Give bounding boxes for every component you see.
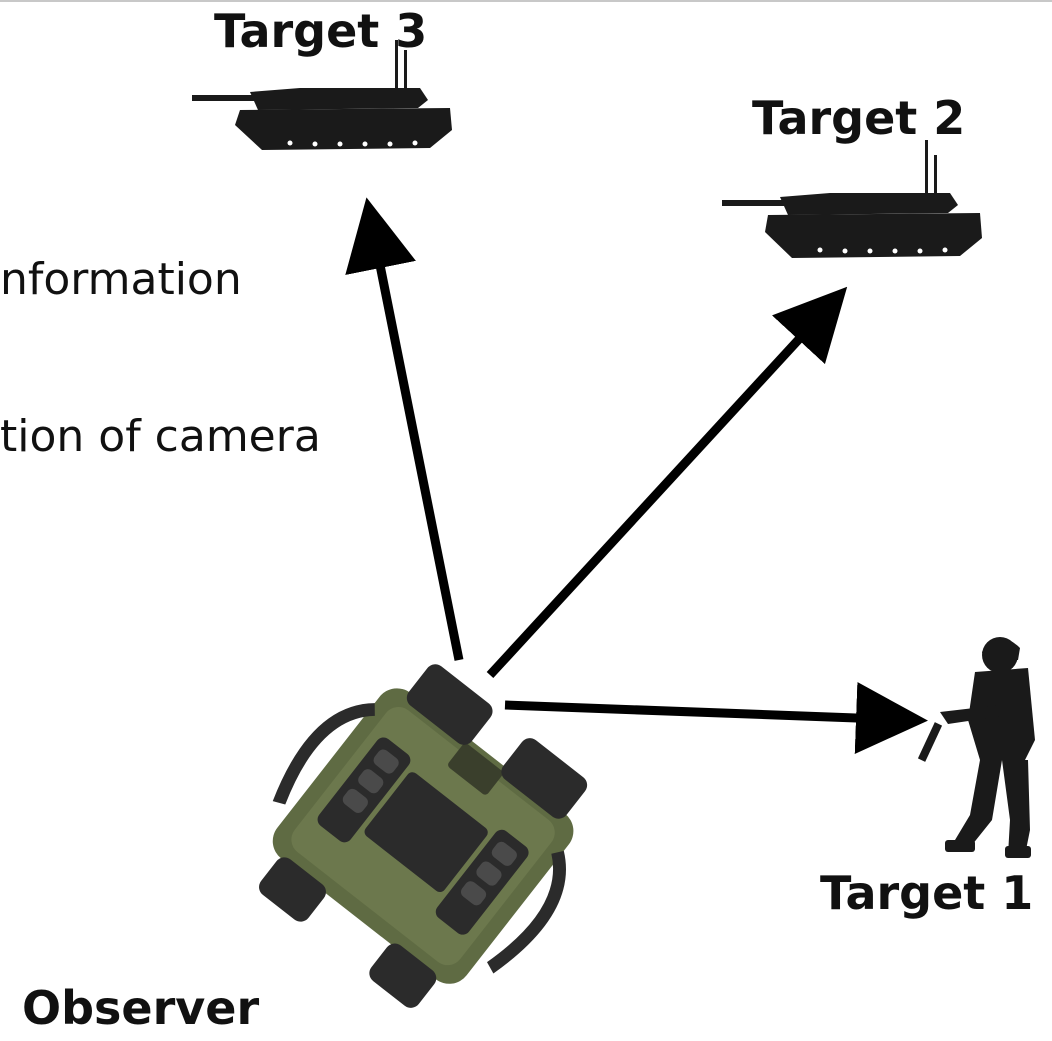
target-1-label: Target 1 — [820, 866, 1034, 920]
top-divider — [0, 0, 1052, 2]
arrow-to-target-3 — [345, 197, 464, 661]
target-2-label: Target 2 — [752, 91, 966, 145]
observer-label: Observer — [22, 981, 260, 1035]
text-fragment-camera: tion of camera — [0, 411, 321, 462]
tank-target-2-icon — [722, 140, 982, 258]
tank-target-3-icon — [192, 40, 452, 150]
soldier-target-1-icon — [917, 637, 1035, 858]
target-3-label: Target 3 — [214, 4, 428, 58]
arrow-to-target-1 — [504, 682, 928, 754]
arrow-to-target-2 — [486, 286, 848, 679]
observer-binocular-icon — [259, 664, 588, 1008]
text-fragment-information: nformation — [0, 254, 242, 305]
